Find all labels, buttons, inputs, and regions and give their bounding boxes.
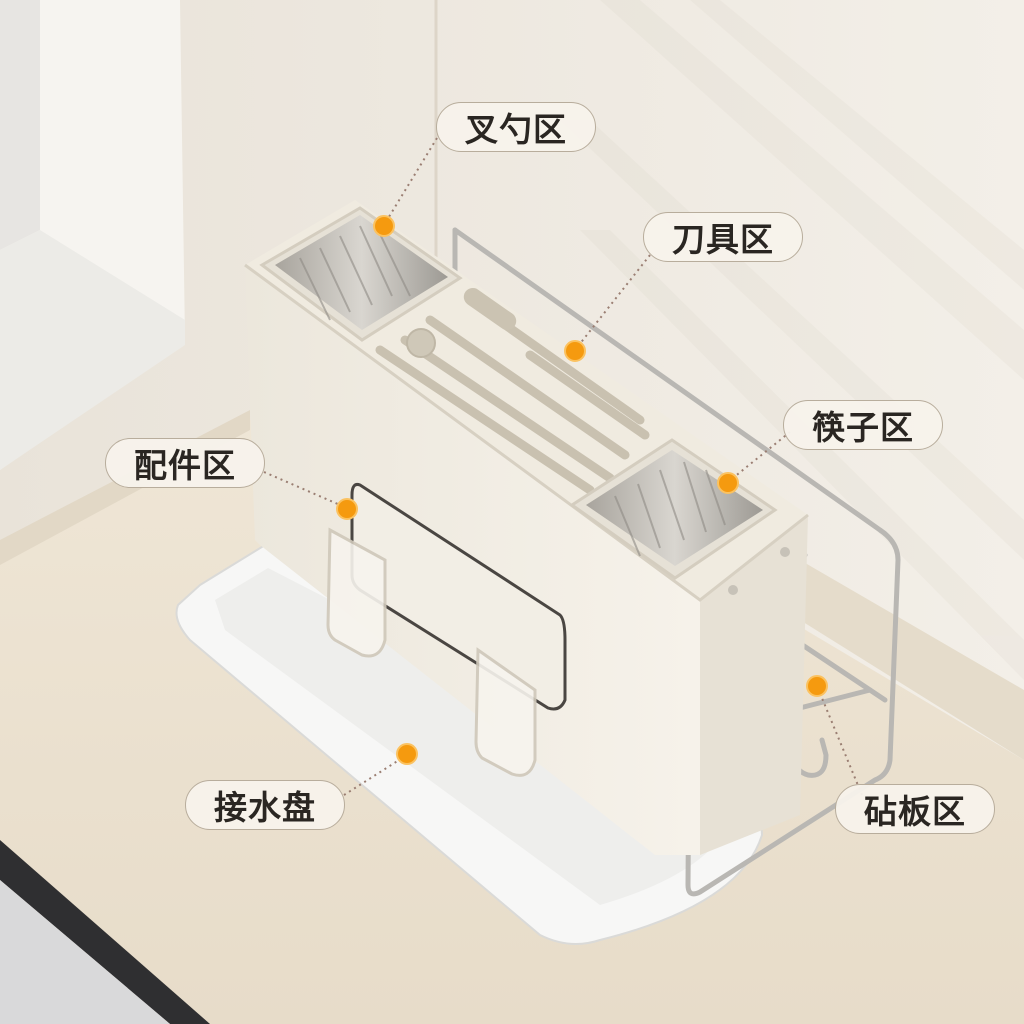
accessory-panel	[326, 483, 567, 777]
knife-handle-slot	[463, 287, 517, 331]
cup-fork-spoon	[259, 206, 463, 342]
callout-cutting-board-zone: 砧板区	[835, 784, 995, 834]
counter-edge-light	[0, 880, 170, 1024]
screw	[728, 585, 738, 595]
window-sill	[0, 230, 185, 470]
window-inner	[0, 0, 40, 250]
callout-knife-zone: 刀具区	[643, 212, 803, 262]
marker-fork-spoon-dot	[373, 215, 395, 237]
callout-accessory-zone: 配件区	[105, 438, 265, 488]
round-slot	[406, 328, 436, 358]
skirting-right	[800, 560, 1024, 760]
marker-accessory-dot	[336, 498, 358, 520]
counter-edge	[0, 840, 210, 1024]
callout-chopsticks-zone: 筷子区	[783, 400, 943, 450]
callout-drip-tray: 接水盘	[185, 780, 345, 830]
callout-fork-spoon-zone: 叉勺区	[436, 102, 596, 152]
screw	[780, 547, 790, 557]
rack-side	[700, 515, 808, 855]
marker-chopsticks-dot	[717, 472, 739, 494]
marker-knife-dot	[564, 340, 586, 362]
marker-drip-tray-dot	[396, 743, 418, 765]
cup-chopsticks	[569, 438, 778, 580]
marker-cutting-board-dot	[806, 675, 828, 697]
leader-lines	[263, 137, 863, 796]
